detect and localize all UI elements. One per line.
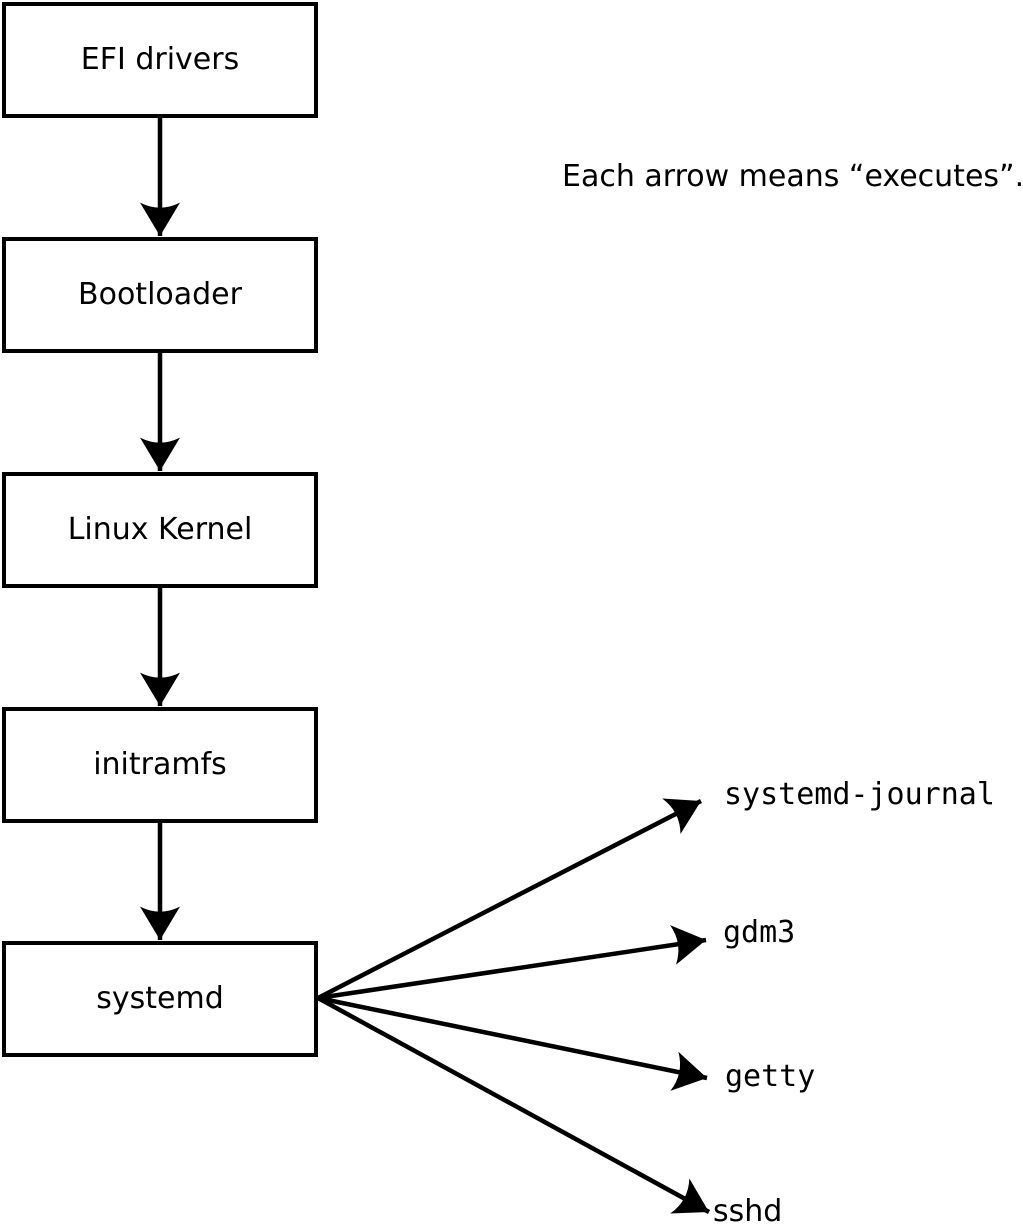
node-efi-drivers: EFI drivers: [2, 2, 318, 118]
target-systemd-journal: systemd-journal: [724, 777, 995, 812]
node-systemd: systemd: [2, 941, 318, 1057]
node-initramfs: initramfs: [2, 707, 318, 823]
node-initramfs-label: initramfs: [93, 747, 227, 782]
legend-note: Each arrow means “executes”.: [562, 159, 1023, 194]
node-bootloader-label: Bootloader: [78, 277, 242, 312]
node-systemd-label: systemd: [96, 981, 224, 1016]
node-linux-kernel: Linux Kernel: [2, 472, 318, 588]
target-getty: getty: [725, 1059, 816, 1094]
target-sshd: sshd: [713, 1194, 783, 1229]
node-efi-drivers-label: EFI drivers: [80, 42, 240, 77]
arrow-systemd-to-journal: [316, 798, 703, 1001]
node-bootloader: Bootloader: [2, 237, 318, 353]
arrow-systemd-to-gdm3: [317, 925, 707, 1001]
node-linux-kernel-label: Linux Kernel: [67, 512, 253, 547]
arrow-systemd-to-getty: [317, 995, 708, 1091]
arrow-systemd-to-sshd: [316, 996, 711, 1214]
target-gdm3: gdm3: [723, 915, 796, 950]
